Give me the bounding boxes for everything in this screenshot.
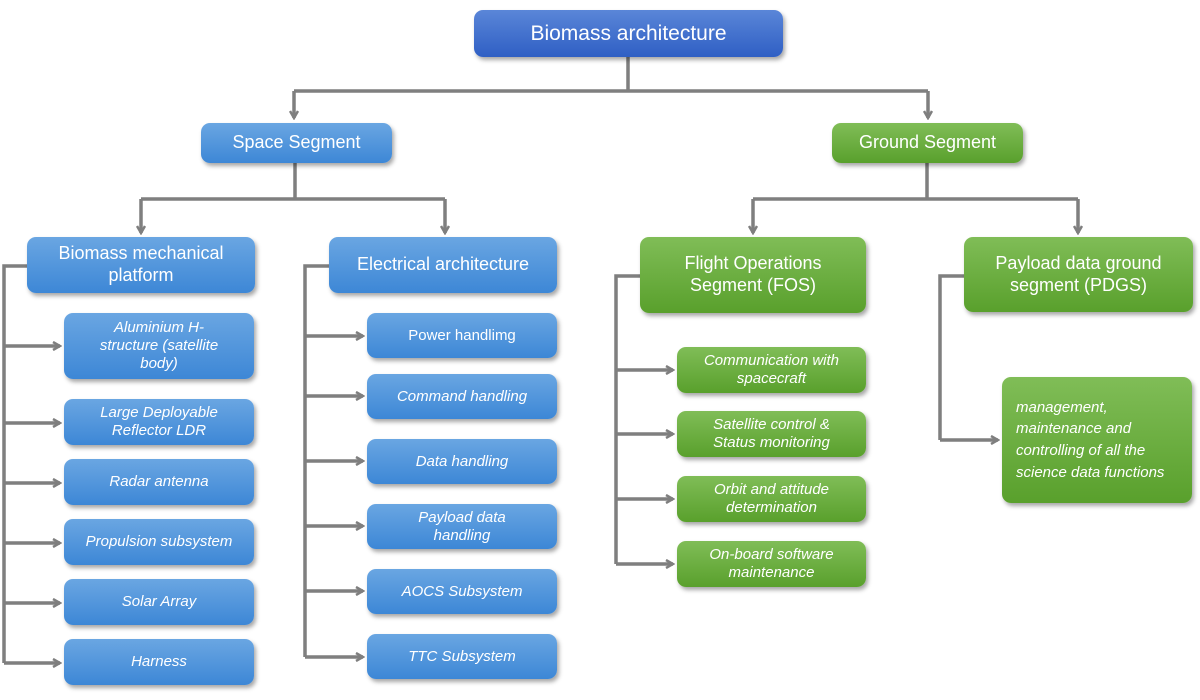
node-space-segment: Space Segment bbox=[201, 123, 392, 163]
node-ground-segment: Ground Segment bbox=[832, 123, 1023, 163]
leaf-harness: Harness bbox=[64, 639, 254, 685]
node-electrical-architecture: Electrical architecture bbox=[329, 237, 557, 293]
leaf-payload-data-handling: Payload data handling bbox=[367, 504, 557, 549]
node-mechanical-platform: Biomass mechanical platform bbox=[27, 237, 255, 293]
connector-space bbox=[141, 163, 445, 201]
leaf-solar-array: Solar Array bbox=[64, 579, 254, 625]
connector-ground bbox=[753, 163, 1078, 201]
root-node-biomass-architecture: Biomass architecture bbox=[474, 10, 783, 57]
leaf-aluminium-structure: Aluminium H-structure (satellite body) bbox=[64, 313, 254, 379]
leaf-aocs-subsystem: AOCS Subsystem bbox=[367, 569, 557, 614]
connector-root bbox=[294, 57, 928, 93]
leaf-ttc-subsystem: TTC Subsystem bbox=[367, 634, 557, 679]
leaf-science-data-functions: management, maintenance and controlling … bbox=[1002, 377, 1192, 503]
leaf-power-handling: Power handlimg bbox=[367, 313, 557, 358]
leaf-satellite-control: Satellite control & Status monitoring bbox=[677, 411, 866, 457]
leaf-orbit-attitude-determination: Orbit and attitude determination bbox=[677, 476, 866, 522]
leaf-onboard-software-maintenance: On-board software maintenance bbox=[677, 541, 866, 587]
bus-mechanical bbox=[2, 264, 27, 663]
leaf-large-deployable-reflector: Large Deployable Reflector LDR bbox=[64, 399, 254, 445]
leaf-communication-with-spacecraft: Communication with spacecraft bbox=[677, 347, 866, 393]
leaf-command-handling: Command handling bbox=[367, 374, 557, 419]
bus-pdgs bbox=[938, 274, 964, 440]
leaf-data-handling: Data handling bbox=[367, 439, 557, 484]
bus-fos bbox=[614, 274, 640, 564]
node-fos: Flight Operations Segment (FOS) bbox=[640, 237, 866, 313]
leaf-radar-antenna: Radar antenna bbox=[64, 459, 254, 505]
node-pdgs: Payload data ground segment (PDGS) bbox=[964, 237, 1193, 312]
leaf-propulsion-subsystem: Propulsion subsystem bbox=[64, 519, 254, 565]
